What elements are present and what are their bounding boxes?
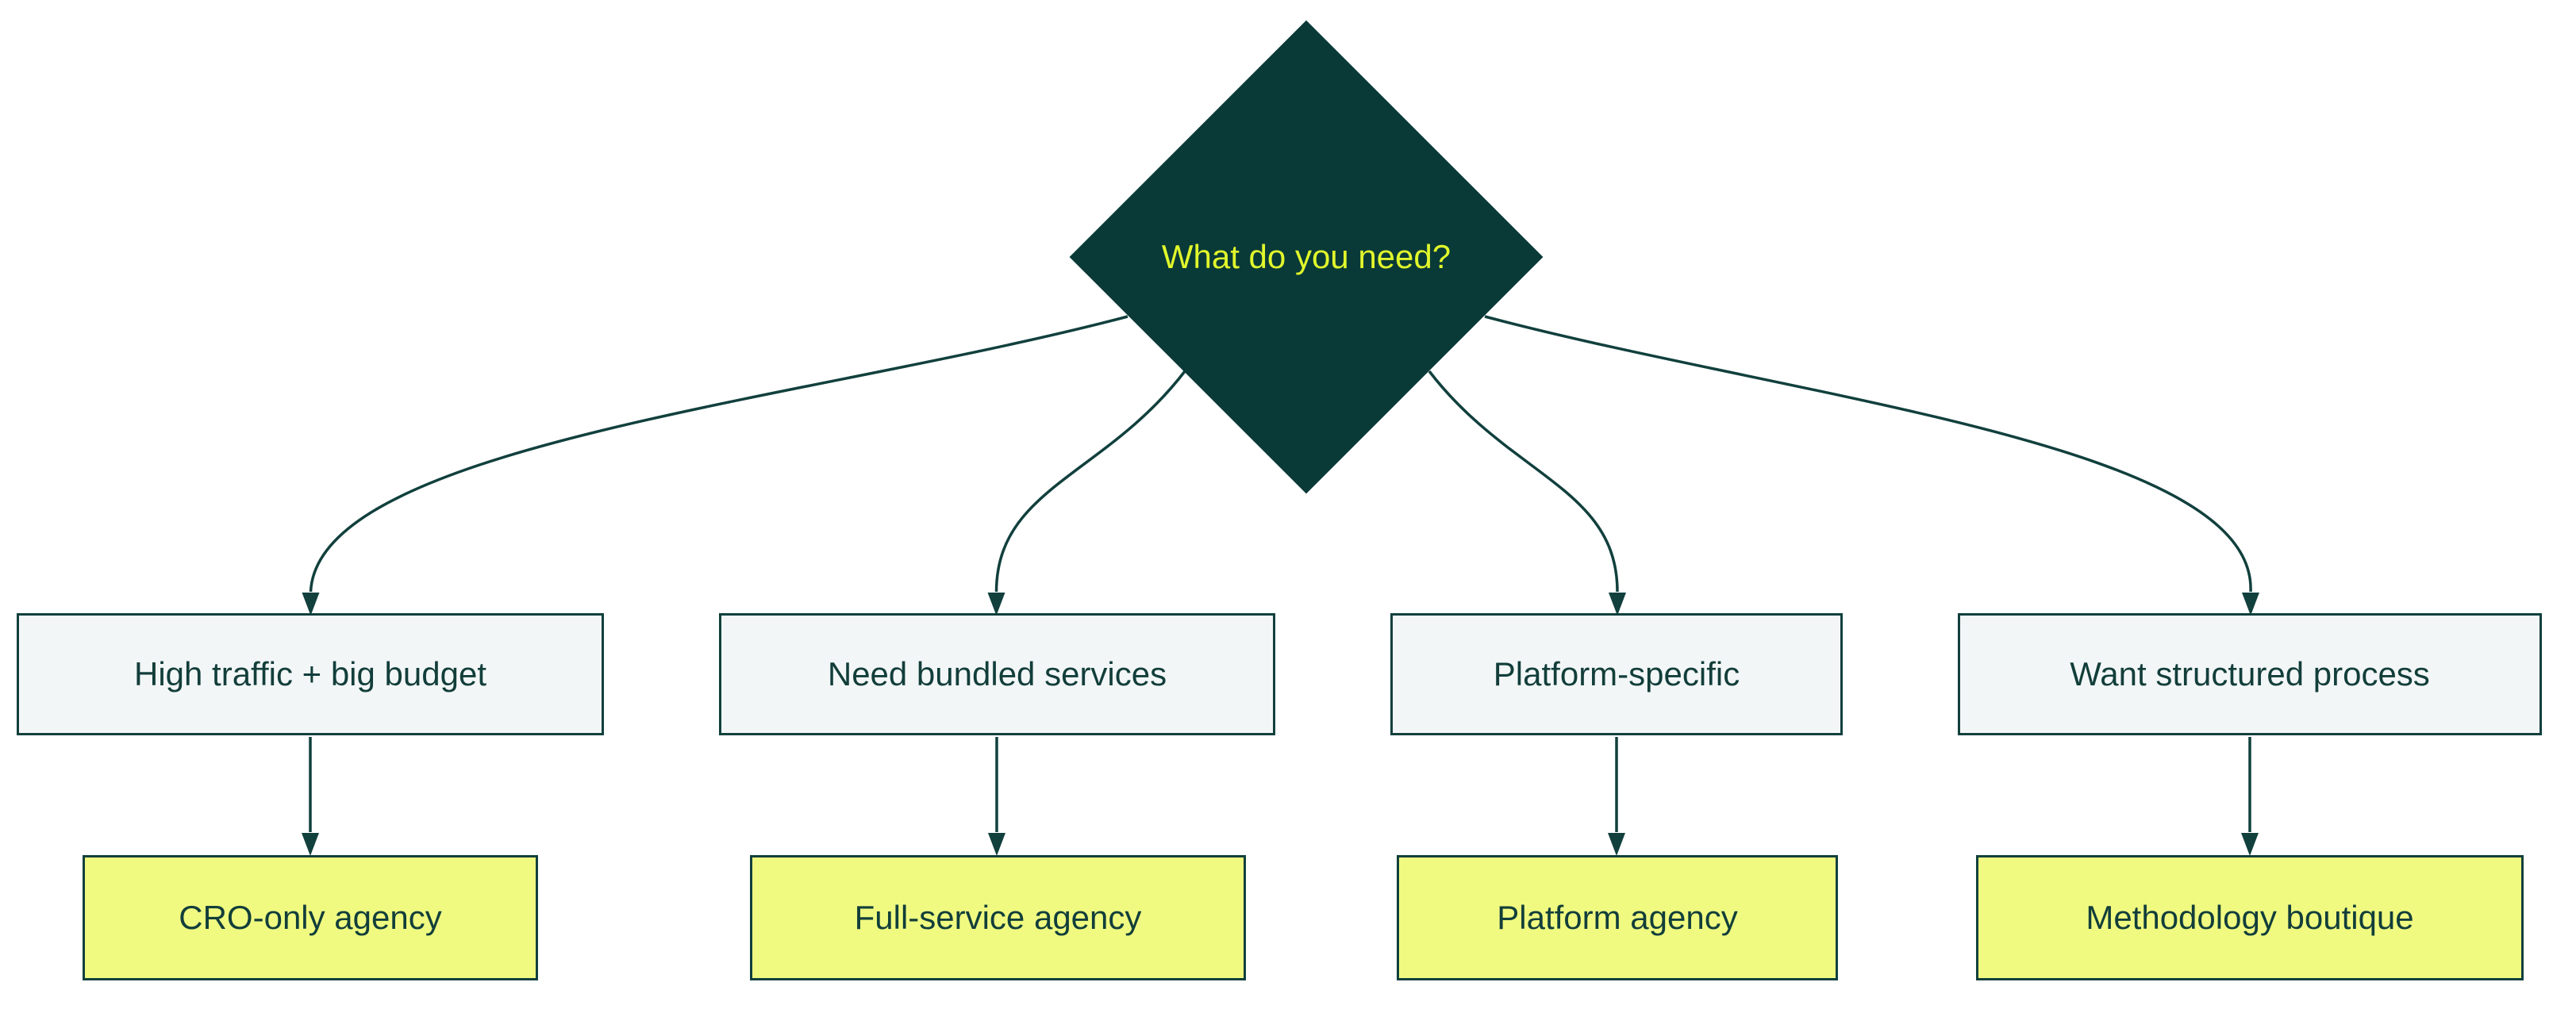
result-label-1: CRO-only agency <box>179 898 442 936</box>
result-node-1: CRO-only agency <box>83 855 538 980</box>
edge-decision-to-criterion-3 <box>1428 370 1619 593</box>
result-node-2: Full-service agency <box>750 855 1246 980</box>
edge-decision-to-criterion-1 <box>309 315 1128 593</box>
arrowhead-result-2 <box>988 833 1005 856</box>
edge-decision-to-criterion-2 <box>994 370 1186 593</box>
result-node-4: Methodology boutique <box>1976 855 2524 980</box>
arrowhead-result-4 <box>2241 833 2259 856</box>
arrowhead-result-1 <box>302 833 319 856</box>
arrowhead-criterion-2 <box>987 593 1005 616</box>
arrowhead-criterion-3 <box>1609 593 1626 616</box>
result-label-3: Platform agency <box>1497 898 1738 936</box>
decision-label: What do you need? <box>1161 237 1451 275</box>
result-label-4: Methodology boutique <box>2086 898 2414 936</box>
criterion-node-3: Platform-specific <box>1390 613 1843 735</box>
criterion-node-1: High traffic + big budget <box>17 613 604 735</box>
criterion-label-3: Platform-specific <box>1493 654 1740 692</box>
result-label-2: Full-service agency <box>854 898 1142 936</box>
criterion-node-2: Need bundled services <box>719 613 1275 735</box>
arrowhead-criterion-1 <box>302 593 320 616</box>
criterion-node-4: Want structured process <box>1958 613 2542 735</box>
arrowhead-criterion-4 <box>2242 593 2259 616</box>
result-node-3: Platform agency <box>1397 855 1838 980</box>
edge-decision-to-criterion-4 <box>1484 315 2252 593</box>
decision-node: What do you need? <box>1069 20 1544 494</box>
criterion-label-1: High traffic + big budget <box>133 654 486 692</box>
criterion-label-4: Want structured process <box>2070 654 2430 692</box>
criterion-label-2: Need bundled services <box>827 654 1167 692</box>
arrowhead-result-3 <box>1608 833 1625 856</box>
